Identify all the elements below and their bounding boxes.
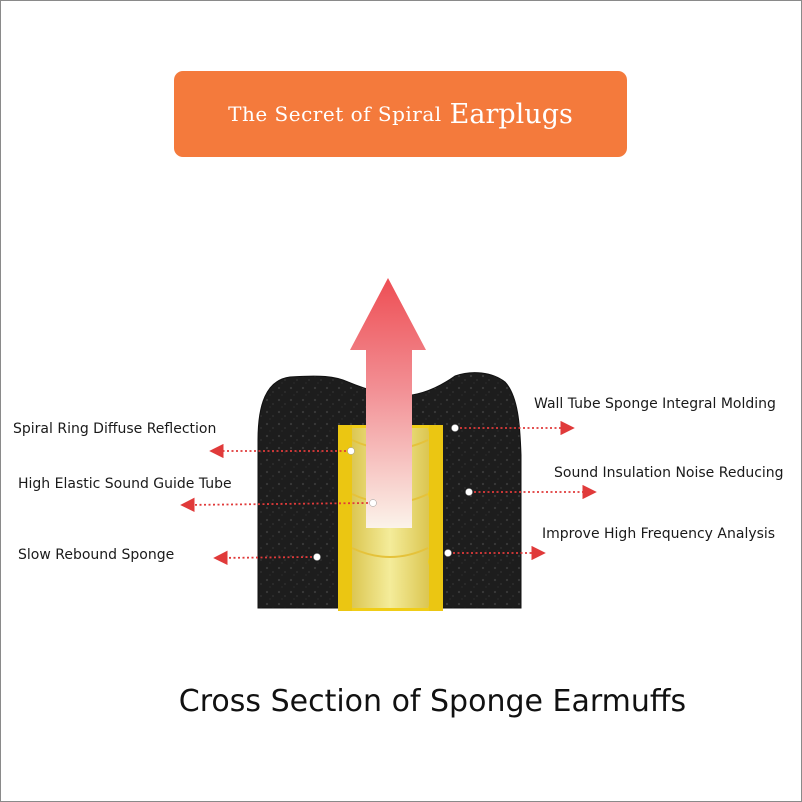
sound-direction-arrow [350,278,426,528]
title-banner: The Secret of Spiral Earplugs [174,71,627,157]
banner-title-word: Earplugs [449,98,573,130]
callout-dot-frequency [444,549,452,557]
label-slow-rebound: Slow Rebound Sponge [18,547,175,563]
callout-dot-guide [369,499,377,507]
diagram-caption: Cross Section of Sponge Earmuffs [178,684,687,719]
callout-dot-rebound [313,553,321,561]
label-high-frequency: Improve High Frequency Analysis [542,526,776,542]
label-noise-reducing: Sound Insulation Noise Reducing [554,465,784,481]
label-spiral-ring: Spiral Ring Diffuse Reflection [13,421,217,437]
label-sound-guide-tube: High Elastic Sound Guide Tube [18,476,232,492]
label-wall-tube: Wall Tube Sponge Integral Molding [534,396,776,412]
banner-title-prefix: The Secret of Spiral [228,102,442,126]
callout-dot-spiral [347,447,355,455]
callout-dot-wall [451,424,459,432]
callout-dot-noise [465,488,473,496]
